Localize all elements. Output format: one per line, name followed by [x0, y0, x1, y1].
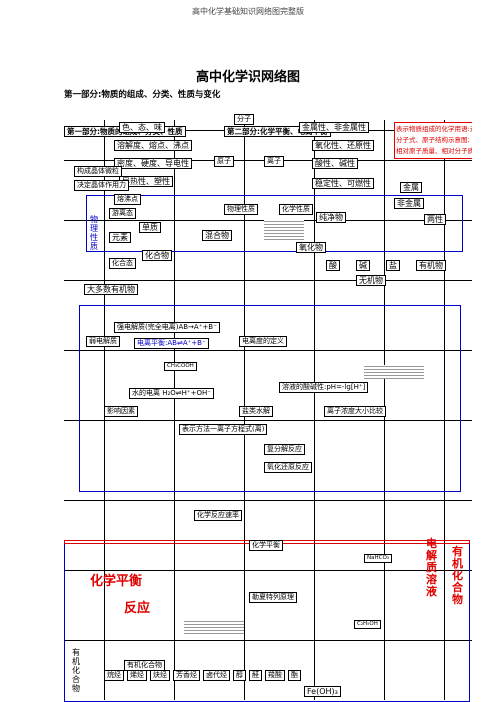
term-box: 有机物	[416, 260, 446, 271]
connector-line	[64, 570, 472, 571]
label-box: 影响因素	[104, 406, 138, 417]
term-box: 酸	[326, 260, 340, 271]
term-box: 碱	[356, 260, 370, 271]
term-box: 非金属	[394, 198, 424, 209]
property-box: 溶解度、熔点、沸点	[114, 140, 192, 151]
connector-line	[64, 500, 472, 501]
formula-box: CH₃COOH	[164, 362, 197, 371]
term-box: 氧化物	[296, 242, 326, 253]
red-note-line: 分子式、原子结构示意图;	[396, 136, 470, 144]
term-box: 化合物	[142, 250, 172, 261]
bottom-row: 烷烃 烯烃 炔烃 芳香烃 卤代烃 醇 醛 羧酸 酯	[104, 670, 444, 681]
label-box: 氧化还原反应	[264, 462, 312, 473]
term-box: 离子	[264, 156, 284, 167]
formula-box: C₂H₅OH	[354, 620, 381, 629]
label-box: 电离平衡:AB⇌A⁺+B⁻	[134, 338, 209, 349]
label-box: 盐类水解	[239, 406, 273, 417]
property-box: 物理性质	[224, 204, 258, 215]
red-note: 表示物质组成的化学用语:元素符号、 分子式、原子结构示意图; 相对原子质量、相对…	[394, 122, 472, 159]
label-box: 构成晶体微粒	[74, 166, 122, 177]
side-label: 有机化合物	[72, 648, 80, 693]
organic-class-box: 酯	[288, 670, 301, 681]
connector-line	[64, 640, 472, 641]
label-box: 熔沸点	[114, 194, 141, 205]
label-box: 表示方法一离子方程式(离)	[179, 424, 268, 435]
dense-region	[184, 620, 244, 634]
label-box: 游离态	[109, 208, 136, 219]
formula-box: NaHCO₃	[364, 554, 392, 563]
label-box: 大多数有机物	[84, 284, 138, 295]
organic-class-box: 卤代烃	[203, 670, 230, 681]
connector-line	[64, 350, 472, 351]
connector-line	[314, 120, 315, 700]
running-header: 高中化学基础知识网络图完整版	[192, 7, 304, 16]
label-box: 复分解反应	[264, 444, 305, 455]
organic-class-box: 醇	[233, 670, 246, 681]
big-red-vertical: 有机化合物	[452, 545, 463, 606]
property-box: 色、态、味	[119, 122, 165, 133]
big-red-vertical: 电解质溶液	[426, 537, 437, 598]
term-box: 单质	[139, 222, 161, 233]
blue-frame	[86, 195, 463, 252]
term-box: 金属	[400, 182, 422, 193]
connector-line	[64, 280, 472, 281]
big-red-label: 化学平衡	[90, 574, 143, 589]
term-box: 分子	[234, 114, 254, 125]
red-note-line: 表示物质组成的化学用语:元素符号、	[396, 125, 472, 133]
property-box: 密度、硬度、导电性	[114, 158, 192, 169]
dense-region	[364, 365, 424, 379]
chem-prop-box: 金属性、非金属性	[299, 122, 369, 133]
label-box: 离子浓度大小比较	[324, 406, 386, 417]
organic-class-box: 烷烃	[104, 670, 124, 681]
red-note-line: 相对原子质量、相对分子质量	[396, 147, 472, 155]
term-box: 两性	[424, 214, 446, 225]
section-heading: 第一部分:物质的组成、分类、性质与变化	[64, 90, 221, 100]
chem-prop-box: 稳定性、可燃性	[312, 178, 374, 189]
label-box: 弱电解质	[86, 336, 120, 347]
connector-line	[64, 420, 472, 421]
chem-prop-box: 酸性、碱性	[312, 158, 358, 169]
label-box: 决定晶体作用力	[74, 180, 129, 191]
term-box: 原子	[214, 156, 234, 167]
dense-region	[264, 220, 304, 240]
formula-box: Fe(OH)₃	[304, 686, 341, 697]
chem-prop-box: 氧化性、还原性	[312, 140, 374, 151]
connector-line	[174, 120, 175, 700]
side-label: 物理性质	[90, 215, 98, 251]
label-box: 化学反应速率	[194, 510, 242, 521]
label-box: 溶液的酸碱性:pH=-lg[H⁺]	[279, 382, 369, 393]
label-box: 化合态	[109, 258, 136, 269]
label-box: 电离度的定义	[239, 336, 287, 347]
term-box: 元素	[109, 232, 131, 243]
label-box: 化学平衡	[249, 540, 283, 551]
knowledge-map: 第一部分:物质的组成、分类、性质 第二部分:化学平衡、电离平衡 色、态、味 溶解…	[64, 100, 472, 702]
term-box: 盐	[386, 260, 400, 271]
term-box: 混合物	[202, 230, 232, 241]
organic-class-box: 芳香烃	[173, 670, 200, 681]
big-red-label: 反应	[124, 601, 151, 616]
blue-frame	[79, 305, 461, 492]
term-box: 无机物	[356, 275, 386, 286]
organic-class-box: 炔烃	[150, 670, 170, 681]
page-title: 高中化学识网络图	[195, 70, 300, 85]
organic-class-box: 烯烃	[127, 670, 147, 681]
label-box: 水的电离 H₂O⇌H⁺+OH⁻	[129, 388, 214, 399]
organic-class-box: 醛	[249, 670, 262, 681]
organic-class-box: 羧酸	[265, 670, 285, 681]
label-box: 强电解质(完全电离)AB→A⁺+B⁻	[114, 322, 220, 333]
connector-line	[444, 120, 445, 700]
property-box: 化学性质	[279, 204, 313, 215]
term-box: 纯净物	[316, 212, 346, 223]
label-box: 勒夏特列原理	[249, 592, 297, 603]
